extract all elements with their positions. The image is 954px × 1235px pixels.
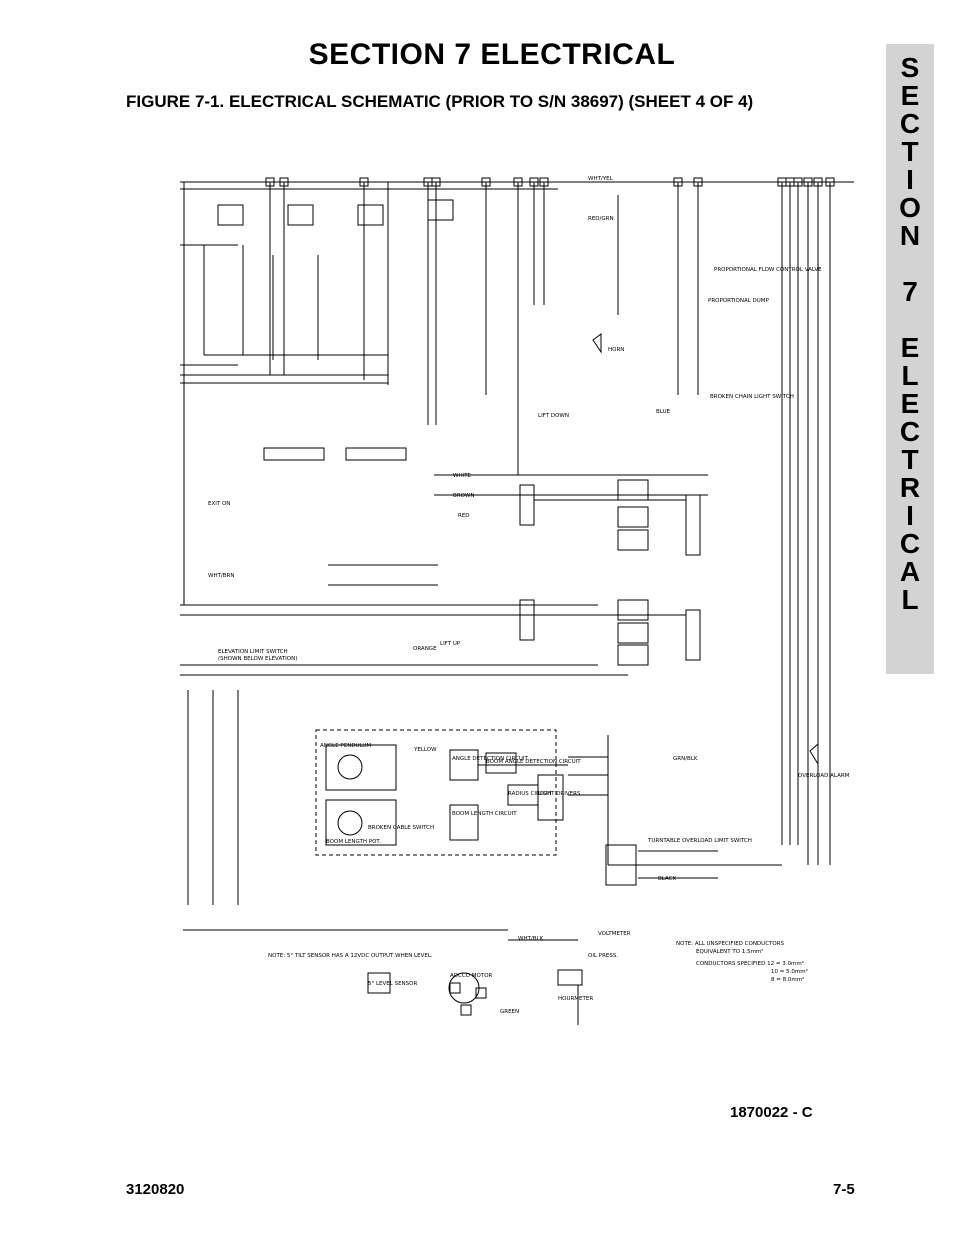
side-tab-letter: C [899, 528, 921, 559]
label-conductor-note-1: NOTE: ALL UNSPECIFIED CONDUCTORS [676, 941, 785, 947]
side-tab-letter: R [899, 472, 921, 503]
label-elevation-limit: ELEVATION LIMIT SWITCH [218, 649, 288, 655]
drawing-number: 1870022 - C [730, 1104, 813, 1121]
label-boom-length-pot: BOOM LENGTH POT. [326, 839, 381, 845]
label-lift-down: LIFT DOWN [538, 413, 569, 419]
side-tab-letter: E [900, 332, 920, 363]
label-red-grn: RED/GRN [588, 216, 614, 222]
label-blue: BLUE [656, 409, 671, 415]
section-side-tab: S E C T I O N 7 E L E C T R I C A L [886, 44, 934, 674]
label-conductor-note-3: CONDUCTORS SPECIFIED 12 = 3.0mm² [696, 960, 804, 967]
label-horn: HORN [608, 347, 624, 353]
label-radius-circuit: RADIUS CIRCUIT [508, 791, 553, 797]
side-tab-letter: L [901, 584, 919, 615]
label-white: WHITE [453, 473, 472, 479]
label-adcco-motor: ADCCO MOTOR [450, 973, 493, 979]
label-wht-blk: WHT/BLK [518, 936, 544, 942]
electrical-schematic: LIFT DOWN LIFT UP ELEVATION LIMIT SWITCH… [180, 176, 854, 1025]
label-oil-press: OIL PRESS. [588, 953, 618, 959]
label-boom-length-circuit: BOOM LENGTH CIRCUIT [452, 811, 517, 817]
label-wht-brn: WHT/BRN [208, 573, 235, 579]
label-red: RED [458, 513, 470, 519]
side-tab-letter: A [899, 556, 921, 587]
label-overload-alarm: OVERLOAD ALARM [798, 773, 850, 779]
side-tab-letter: N [899, 220, 921, 251]
label-lift-up: LIFT UP [440, 641, 461, 647]
label-prop-dump: PROPORTIONAL DUMP [708, 298, 770, 304]
figure-title: FIGURE 7-1. ELECTRICAL SCHEMATIC (PRIOR … [126, 92, 754, 111]
label-turntable-overload: TURNTABLE OVERLOAD LIMIT SWITCH [647, 838, 752, 844]
document-number: 3120820 [126, 1181, 185, 1198]
label-voltmeter: VOLTMETER [598, 931, 631, 937]
label-light-drivers: LIGHT DRIVERS [538, 791, 581, 797]
label-yellow: YELLOW [413, 747, 437, 753]
side-tab-letter: C [899, 416, 921, 447]
side-tab-letter: S [900, 52, 920, 83]
label-broken-chain: BROKEN CHAIN LIGHT SWITCH [710, 394, 794, 400]
side-tab-letter: O [899, 192, 921, 223]
section-title: SECTION 7 ELECTRICAL [308, 38, 676, 71]
side-tab-letter: E [900, 80, 920, 111]
label-exit-on: EXIT ON [208, 501, 230, 507]
label-brown: BROWN [453, 493, 474, 499]
side-tab-letter: L [901, 360, 919, 391]
label-broken-cable: BROKEN CABLE SWITCH [368, 825, 434, 831]
side-tab-letter: T [901, 136, 919, 167]
label-orange: ORANGE [413, 646, 437, 652]
label-prop-flow: PROPORTIONAL FLOW CONTROL VALVE [714, 267, 822, 273]
label-grn-blk: GRN/BLK [673, 756, 698, 762]
side-tab-letter: E [900, 388, 920, 419]
label-wht-yel: WHT/YEL [588, 176, 614, 182]
label-tilt-note: NOTE: 5° TILT SENSOR HAS A 12VDC OUTPUT … [268, 953, 433, 959]
side-tab-letter: C [899, 108, 921, 139]
side-tab-letter: I [906, 164, 914, 195]
label-angle-pendulum: ANGLE PENDULUM [320, 743, 371, 749]
label-angle-detection: ANGLE DETECTION CIRCUIT [452, 756, 528, 762]
side-tab-letter: T [901, 444, 919, 475]
label-level-sensor: 5° LEVEL SENSOR [368, 981, 417, 987]
label-boom-angle-detection: BOOM ANGLE DETECTION CIRCUIT [486, 759, 581, 765]
page-number: 7-5 [833, 1181, 855, 1198]
label-conductor-note-5: 8 = 8.0mm² [771, 976, 804, 983]
side-tab-letter: I [906, 500, 914, 531]
label-black: BLACK [658, 876, 676, 882]
label-conductor-note-4: 10 = 5.0mm² [771, 968, 808, 975]
label-elevation-limit-sub: (SHOWN BELOW ELEVATION) [218, 656, 297, 662]
label-green: GREEN [500, 1009, 519, 1015]
label-hourmeter: HOURMETER [558, 996, 593, 1002]
side-tab-letter: 7 [902, 276, 918, 307]
label-conductor-note-2: EQUIVALENT TO 1.5mm² [696, 948, 764, 955]
